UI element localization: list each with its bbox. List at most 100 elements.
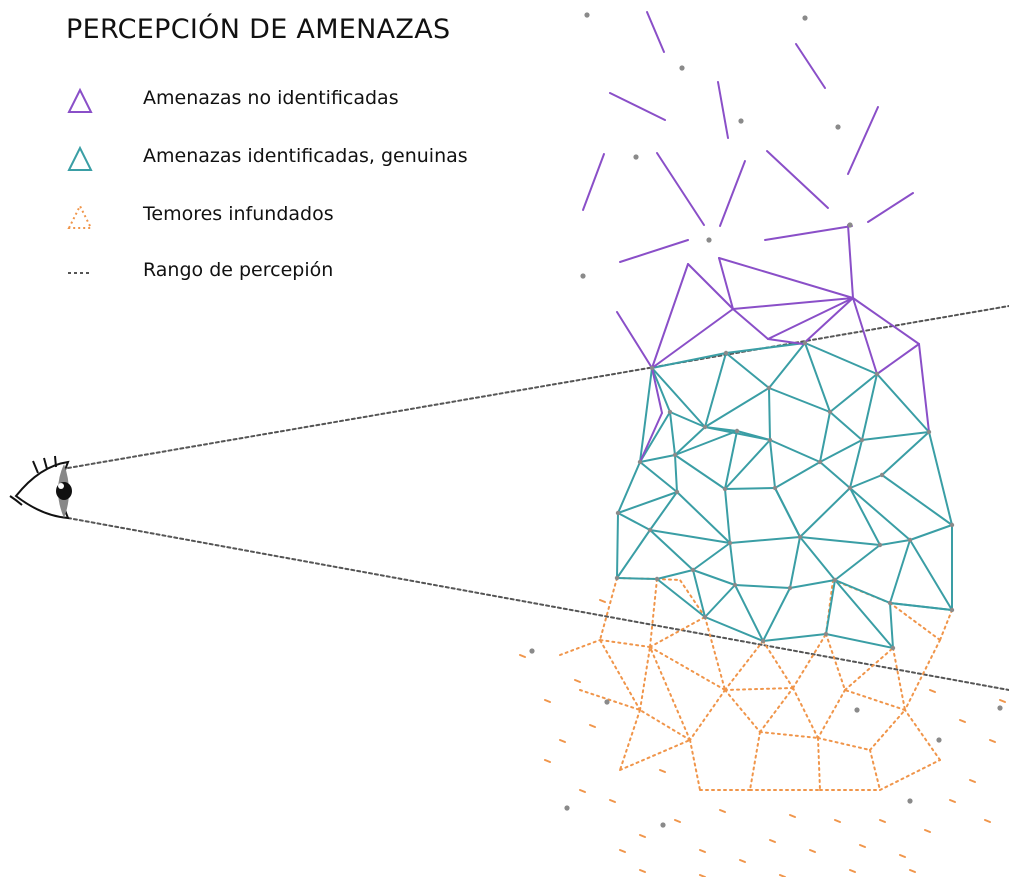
identified-threat-edge [724,430,738,490]
identified-threat-edge [617,461,641,514]
identified-threat-edge [881,431,930,476]
unidentified-threat-edge [719,160,746,227]
isolated-node [835,124,841,130]
unfounded-fears-mesh [519,577,1006,877]
unfounded-fear-fragment [609,799,616,803]
unfounded-fear-edge [579,689,641,711]
identified-threat-edge [616,512,619,579]
unfounded-fear-edge [889,602,941,641]
identified-threat-edge [789,579,836,589]
unfounded-fear-edge [599,639,651,648]
mesh-node [787,585,793,591]
identified-threat-edge [651,367,671,413]
unfounded-fear-fragment [574,679,581,683]
unidentified-threat-edge [656,152,705,226]
mesh-node [847,485,853,491]
mesh-node [874,371,880,377]
unfounded-fear-fragment [739,859,746,863]
identified-threat-edge [889,539,911,604]
unidentified-threat-edge [619,239,689,263]
identified-threat-edge [879,539,911,546]
identified-threat-edge [704,584,736,618]
unfounded-fear-fragment [599,599,606,603]
unfounded-fear-fragment [834,819,841,823]
mesh-node [722,486,728,492]
identified-threat-edge [909,524,953,541]
purple-triangle-icon [67,87,93,113]
identified-threat-edge [928,431,953,526]
unfounded-fear-fragment [969,779,976,783]
unfounded-fear-edge [649,616,706,648]
isolated-node [580,273,586,279]
unfounded-fear-edge [649,646,726,691]
unfounded-fear-fragment [929,689,936,693]
mesh-node [637,459,643,465]
unfounded-fear-fragment [984,819,991,823]
isolated-node [564,805,570,811]
mesh-node [890,645,896,651]
identified-threat-edge [639,367,653,463]
unidentified-threat-edge [718,257,734,310]
identified-threat-edge [704,387,770,428]
identified-threat-edge [849,439,863,489]
unidentified-threat-edge [651,367,663,414]
unidentified-threat-edge [876,343,920,375]
identified-threat-edge [804,342,831,413]
unfounded-fear-edge [679,579,706,618]
identified-threat-edge [724,439,771,490]
unidentified-threat-edge [639,412,663,463]
unfounded-fear-fragment [909,869,916,873]
legend-label: Rango de percepión [143,259,334,281]
identified-threat-edge [649,529,731,544]
identified-threat-edge [616,529,651,579]
identified-threat-edge [734,584,791,589]
mesh-node [817,459,823,465]
identified-threat-edge [669,411,706,428]
unidentified-threat-edge [852,297,878,375]
identified-threat-edge [649,529,694,571]
unidentified-threat-edge [795,43,826,89]
identified-threat-edge [704,352,727,428]
isolated-node [679,65,685,71]
mesh-node [772,485,778,491]
mesh-node [690,567,696,573]
mesh-node [614,575,620,581]
unfounded-fear-edge [599,577,618,641]
mesh-node [926,429,932,435]
identified-threat-edge [889,602,894,649]
isolated-node [936,737,942,743]
unidentified-threat-edge [767,297,854,340]
identified-threat-edge [789,536,801,589]
isolated-node [660,822,666,828]
legend-label: Amenazas identificadas, genuinas [143,145,468,167]
unfounded-fear-fragment [789,814,796,818]
unfounded-fear-edge [817,689,846,739]
unfounded-fear-edge [656,578,681,581]
unfounded-fear-edge [649,578,658,648]
identified-threat-edge [849,487,881,546]
identified-threat-edge [889,602,953,611]
mesh-node [859,437,865,443]
mesh-node [797,534,803,540]
unidentified-threats-mesh [582,11,930,463]
mesh-node [802,340,808,346]
identified-threat-edge [834,579,891,604]
unfounded-fear-edge [724,640,764,691]
unfounded-fear-fragment [809,849,816,853]
legend-label: Temores infundados [143,203,334,225]
identified-threat-edge [825,633,894,649]
mesh-node [879,472,885,478]
identified-threat-edge [769,439,821,463]
eye-icon [9,455,72,520]
unfounded-fear-edge [689,739,701,791]
unfounded-fear-edge [904,639,941,711]
identified-threat-edge [639,454,676,463]
identified-threat-edge [825,579,836,635]
identified-threat-edge [799,536,836,581]
unfounded-fear-fragment [999,699,1006,703]
identified-threat-edge [762,633,827,642]
unfounded-fear-edge [904,709,941,761]
unfounded-fear-edge [817,737,821,791]
unidentified-threat-edge [616,311,653,369]
unfounded-fear-fragment [639,869,646,873]
